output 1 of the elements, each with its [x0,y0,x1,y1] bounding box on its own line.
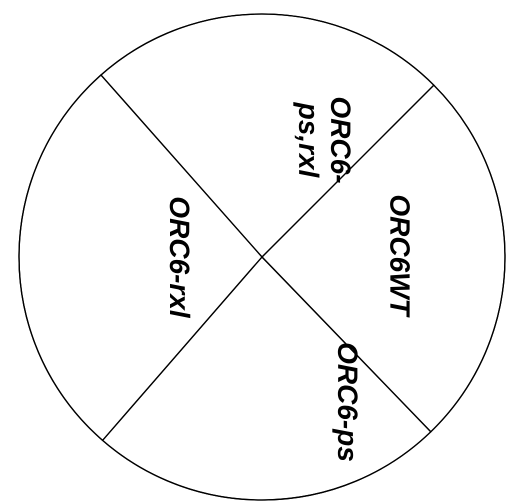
plate-sector: ORC6-rxl [18,74,263,442]
